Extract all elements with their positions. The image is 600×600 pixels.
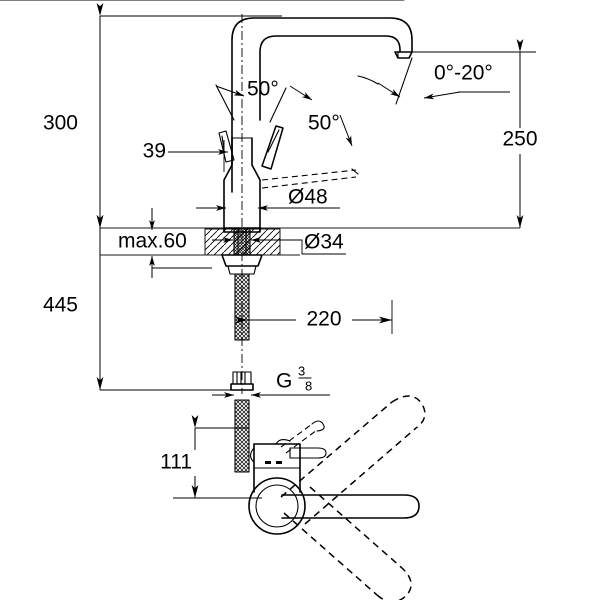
dim-max60-label: max.60 — [118, 230, 187, 253]
dimension-39: 39 — [143, 140, 228, 172]
angle-aerator: 0°-20° — [0, 0, 510, 105]
dimension-d34: Ø34 — [212, 231, 346, 255]
thread-g-label: G — [276, 370, 292, 393]
angle-50-left: 50° — [215, 78, 279, 121]
angle-50-left-label: 50° — [247, 78, 279, 101]
spout-swivel-ghost-lower — [283, 486, 412, 600]
base-ring-plan — [248, 477, 306, 535]
dimension-group-left: 300 445 — [43, 3, 282, 391]
thread-numerator: 3 — [298, 363, 305, 378]
handle-lever-plan-ghost — [280, 420, 325, 454]
spout-swivel-ghost-upper — [280, 395, 426, 525]
dimension-111: 111 — [152, 415, 262, 499]
dimension-220: 220 — [235, 300, 393, 334]
dim-300-label: 300 — [43, 112, 78, 135]
dimension-d48: Ø48 — [196, 186, 340, 211]
dim-d48-label: Ø48 — [288, 186, 328, 209]
top-plan-view — [248, 395, 426, 600]
dimension-thread-g38: G 3 8 — [212, 363, 330, 398]
dimension-250: 250 — [412, 39, 546, 228]
dim-d34-label: Ø34 — [304, 231, 344, 254]
dim-39-label: 39 — [143, 140, 166, 163]
spout-plan-solid — [281, 494, 420, 519]
handle-lever — [261, 125, 284, 170]
spout-outline — [231, 17, 413, 193]
side-elevation-view — [100, 14, 520, 473]
thread-denominator: 8 — [305, 378, 312, 393]
handle-lever-plan — [275, 438, 327, 459]
angle-50-right: 50° — [269, 85, 353, 147]
body-plan — [249, 443, 301, 493]
dimension-max60: max.60 — [118, 208, 212, 278]
dim-111-label: 111 — [160, 451, 192, 474]
dim-445-label: 445 — [43, 294, 78, 317]
angle-50-right-label: 50° — [308, 112, 340, 135]
mounting-hardware — [221, 227, 263, 473]
handle-lever-ghost-lowered — [261, 168, 359, 189]
angle-0-20-label: 0°-20° — [434, 62, 493, 85]
dim-220-label: 220 — [306, 308, 341, 331]
dim-250-label: 250 — [502, 128, 537, 151]
